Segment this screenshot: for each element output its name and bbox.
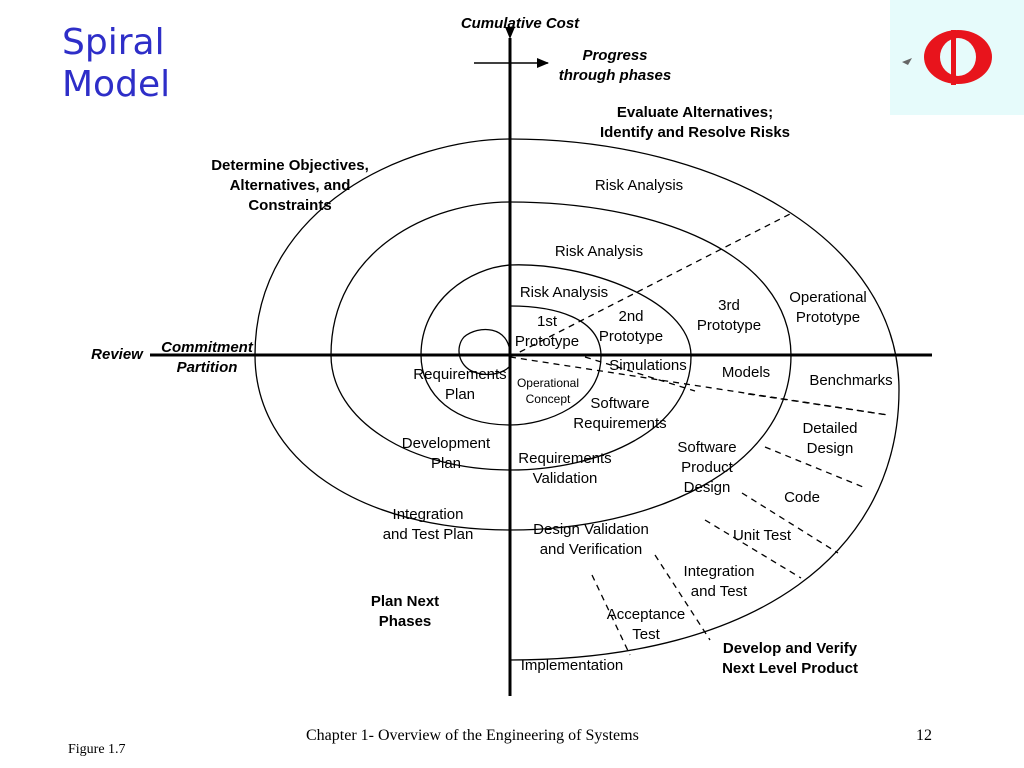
acceptance-test-label: Acceptance Test [606,606,686,643]
dashed-line-models [584,356,696,392]
design-validation-label: Design Validation and Verification [533,521,649,558]
figure-label: Figure 1.7 [68,742,126,757]
operational-prototype: Operational Prototype [789,289,867,326]
software-product-design-label: Software Product Design [677,439,737,496]
spiral-loop-2 [254,138,900,661]
benchmarks-label: Benchmarks [809,372,893,389]
operational-concept-label: Operational Concept [516,376,580,406]
page-number: 12 [916,727,932,744]
dashed-line-code [764,446,864,488]
dashed-line-benchmarks [509,356,889,416]
commitment-partition-label: Commitment Partition [161,339,253,376]
logo-panel [890,0,1024,115]
prototype-3: 3rd Prototype [696,297,762,334]
models-label: Models [721,364,771,381]
development-plan-label: Development Plan [401,435,491,472]
simulations-label: Simulations [609,357,687,374]
cumulative-cost-label: Cumulative Cost [460,15,580,32]
detailed-design-label: Detailed Design [802,420,858,457]
review-label: Review [91,346,143,363]
requirements-validation-label: Requirements Validation [518,450,612,487]
slide-title: Spiral Model [62,22,171,105]
prototype-2: 2nd Prototype [598,308,664,345]
prototype-1: 1st Prototype [514,313,580,350]
unit-test-label: Unit Test [732,527,792,544]
dashed-line-unit-test [741,492,839,554]
quadrant-plan-next-phases: Plan Next Phases [370,593,440,630]
integration-test-label: Integration and Test [683,563,755,600]
dashed-line-risk-1 [509,212,793,358]
integration-test-plan-label: Integration and Test Plan [382,506,474,543]
software-requirements-label: Software Requirements [573,395,667,432]
quadrant-develop-verify: Develop and Verify Next Level Product [722,640,858,677]
dashed-line-acceptance-test [654,554,711,641]
risk-analysis-4: Risk Analysis [594,177,684,194]
implementation-label: Implementation [520,657,624,674]
dashed-line-detailed-design [747,393,889,416]
dashed-line-integration-test [704,519,802,579]
quadrant-determine-objectives: Determine Objectives, Alternatives, and … [211,157,369,214]
university-logo-icon [902,30,992,85]
risk-analysis-2: Risk Analysis [519,284,609,301]
quadrant-evaluate-alternatives: Evaluate Alternatives; Identify and Reso… [599,104,791,141]
dashed-line-implementation [591,574,631,656]
requirements-plan-label: Requirements Plan [413,366,507,403]
code-label: Code [784,489,820,506]
footer-chapter-text: Chapter 1- Overview of the Engineering o… [306,727,639,744]
risk-analysis-3: Risk Analysis [554,243,644,260]
progress-label: Progress through phases [558,47,672,84]
spiral-loop-1 [458,329,511,376]
